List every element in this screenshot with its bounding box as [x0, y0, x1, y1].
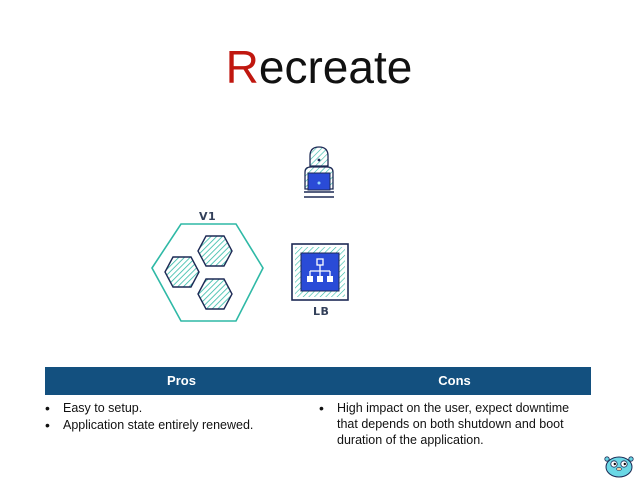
bullet-icon: •: [45, 417, 50, 433]
pod-hexagon-left: [164, 256, 200, 288]
cons-header: Cons: [438, 373, 471, 388]
v1-label: V1: [199, 210, 217, 223]
pod-hexagon-top: [197, 235, 233, 267]
v1-service-hexagon: [151, 223, 264, 322]
pros-header: Pros: [167, 373, 196, 388]
user-icon: [304, 146, 334, 198]
pros-item: •Application state entirely renewed.: [45, 417, 254, 433]
title-first-letter: R: [225, 41, 259, 93]
pros-cons-table-header: Pros Cons: [45, 367, 591, 395]
bullet-icon: •: [319, 400, 324, 416]
pros-item: •Easy to setup.: [45, 400, 143, 416]
cons-list: •High impact on the user, expect downtim…: [319, 400, 581, 449]
cons-item: •High impact on the user, expect downtim…: [319, 400, 570, 447]
pros-list: •Easy to setup. •Application state entir…: [45, 400, 305, 434]
gopher-mascot-icon: [604, 456, 634, 478]
load-balancer-icon: [291, 243, 349, 301]
deployment-diagram: [151, 146, 349, 322]
slide-title: Recreate: [0, 40, 638, 94]
lb-label: LB: [313, 305, 330, 318]
title-rest: ecreate: [258, 41, 413, 93]
bullet-icon: •: [45, 400, 50, 416]
pod-hexagon-bottom: [197, 278, 233, 310]
